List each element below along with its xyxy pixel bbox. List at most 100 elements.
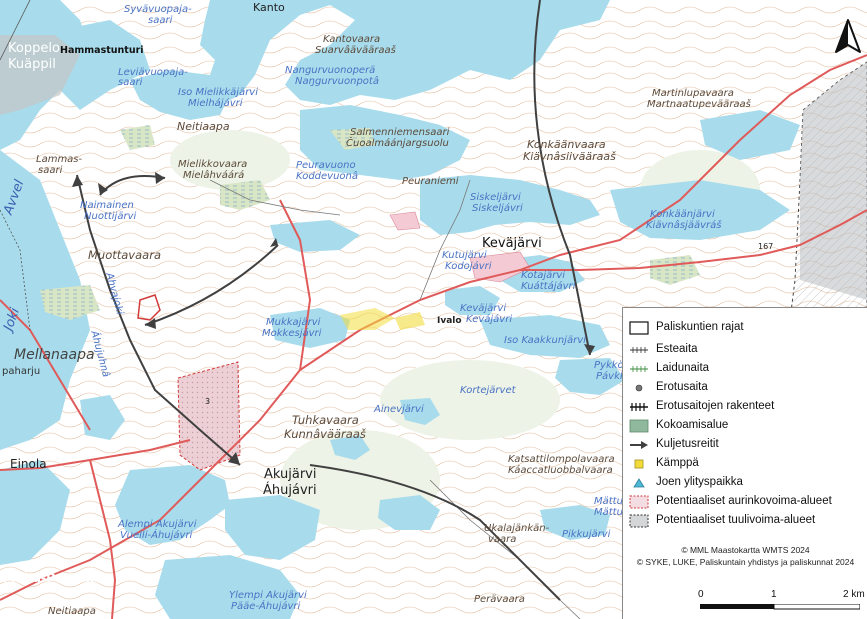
label-pavkk: Pávkk: [596, 371, 626, 382]
credit-mml: © MML Maastokartta WMTS 2024: [681, 545, 810, 555]
legend-label: Kuljetusreitit: [656, 438, 719, 450]
scale-label-1: 1: [771, 589, 777, 600]
label-kevajavri: Kevájávri: [466, 314, 513, 325]
label-mattusjavri: Mättusjávri: [594, 508, 650, 518]
credit-syke: © SYKE, LUKE, Paliskuntain yhdistys ja p…: [636, 557, 855, 567]
label-pykko: Pykkö: [594, 360, 624, 371]
label-mattusjarvi: Mättusjärvi: [594, 497, 650, 507]
structure-fence-icon: [629, 400, 649, 414]
legend-label: Erotusaita: [656, 381, 708, 393]
label-kiavnasjaavras: Kiävnâsjäävráš: [646, 220, 722, 231]
dot-icon: [629, 381, 649, 395]
label-nangurvuonopera: Nangurvuonoperä: [285, 65, 376, 76]
label-mukkajarvi: Mukkajärvi: [266, 317, 321, 328]
label-ylempiakujarvi: Ylempi Akujärvi: [229, 590, 307, 601]
label-katsattilompolavaara: Katsattilompolavaara: [508, 454, 615, 465]
label-leviavuopaja: Leviävuopaja-: [118, 67, 188, 78]
legend-label: Potentiaaliset tuulivoima-alueet: [656, 514, 816, 526]
label-ainevjarvi: Ainevjärvi: [374, 404, 424, 415]
cabin-icon: [629, 457, 649, 471]
label-ivalo: Ivalo: [437, 316, 462, 326]
label-muottavaara: Muottavaara: [88, 248, 161, 262]
label-vuelliahujavri: Vuelli-Áhujávri: [120, 530, 193, 541]
label-saari2: saari: [118, 77, 143, 88]
label-lammassaari2: saari: [38, 165, 63, 176]
solar-area: [177, 361, 241, 471]
label-neitiaapa2: Neitiaapa: [48, 606, 96, 617]
scale-label-2km: 2 km: [843, 589, 865, 600]
scale-bar: [700, 604, 860, 610]
label-167: 167: [758, 242, 774, 251]
boundary-symbol-icon: [629, 321, 649, 335]
label-mielahvaara: Mielâhváárá: [183, 170, 245, 181]
label-peravaara: Perävaara: [474, 594, 525, 605]
label-ukalajankangas: Ukalajänkän-: [484, 523, 550, 534]
label-einola: Einola: [10, 457, 47, 471]
label-kevajarvi: Keväjärvi: [482, 236, 542, 251]
legend-label: Kämppä: [656, 457, 699, 469]
label-suarvaavaraas: Suarvâävääraaš: [315, 45, 396, 56]
scale-label-0: 0: [698, 589, 704, 600]
label-mokkesjavri: Mokkesjávri: [262, 328, 322, 339]
gathering-area-icon: [629, 419, 649, 433]
label-peuraniemi: Peuraniemi: [402, 176, 459, 187]
legend-label: Kokoamisalue: [656, 419, 729, 431]
label-naimainen: Naimainen: [80, 200, 134, 211]
label-kanto: Kanto: [253, 1, 285, 14]
solar-area-icon: [629, 495, 649, 509]
label-kotajarvi: Kotajärvi: [521, 270, 566, 281]
label-siskeljarvi: Siskeljärvi: [470, 192, 521, 203]
label-kunnavaaraas: Kunnâvääraaš: [284, 427, 366, 441]
label-peuravuono: Peuravuono: [296, 160, 356, 171]
label-ahujavri: Áhujávri: [263, 483, 317, 498]
label-akujarvi: Akujärvi: [264, 467, 317, 482]
transport-routes: [76, 0, 591, 601]
label-kevajarvi2: Keväjärvi: [460, 303, 507, 314]
label-nangurvuonpota: Naŋgurvuonpotâ: [295, 76, 379, 87]
label-alempiakujarvi: Alempi Akujärvi: [118, 519, 197, 530]
label-koddevuona: Koddevuonâ: [296, 171, 359, 182]
label-isomielikkajarvi: Iso Mielikkäjärvi: [178, 87, 258, 98]
label-koppelo: Koppelo: [8, 41, 60, 56]
legend-label: Erotusaitojen rakenteet: [656, 400, 775, 412]
label-kortejarvet: Kortejärvet: [460, 385, 516, 396]
label-kantovaara: Kantovaara: [323, 34, 381, 45]
label-pikkujarvi: Pikkujärvi: [562, 529, 611, 540]
pasture-fence-icon: [629, 362, 649, 376]
label-lammassaari: Lammas-: [36, 154, 83, 165]
label-kiavnasiivaaraas: Kiävnâsiivääraaš: [523, 150, 616, 163]
label-kutujarvi: Kutujärvi: [442, 250, 487, 261]
legend-label: Laidunaita: [656, 362, 710, 374]
triangle-icon: [629, 476, 649, 490]
label-isokaakkunjarvi: Iso Kaakkunjärvi: [504, 335, 586, 346]
label-kuappil: Kuäppil: [8, 57, 56, 72]
fence-icon: [629, 343, 649, 357]
label-pikkupetsamo: Pikku-Petsamo: [2, 570, 108, 585]
label-martinlupavaara: Martinlupavaara: [652, 88, 734, 99]
legend-label: Joen ylityspaikka: [656, 476, 743, 488]
label-kuattajavri: Kuáttájávri: [521, 281, 576, 292]
label-nuottijarvi: Nuottijärvi: [84, 211, 137, 222]
label-kodojavri: Kodojávri: [445, 261, 492, 272]
label-paharju: paharju: [2, 366, 41, 377]
label-konkaanvaara: Konkäänvaara: [527, 138, 606, 151]
label-martnaatupevaaraas: Martnaatupevääraaš: [647, 99, 751, 110]
label-syvavuopaja: Syvävuopaja-: [124, 4, 192, 15]
legend-label: Potentiaaliset aurinkovoima-alueet: [656, 495, 832, 507]
label-mielhajavri: Mielhájávri: [188, 98, 243, 109]
label-mielikkovaara: Mielikkovaara: [178, 159, 248, 170]
north-arrow-icon: [832, 18, 864, 54]
legend-label: Esteaita: [656, 343, 698, 355]
label-neitiaapa: Neitiaapa: [177, 120, 230, 133]
map-legend: Paliskuntien rajat Esteaita Laidunaita E…: [622, 307, 867, 619]
label-kaaccatluobbalvaara: Káaccatluobbalvaara: [508, 465, 613, 476]
label-hammastunturi: Hammastunturi: [60, 45, 144, 56]
label-siskeljavri: Siskeljávri: [472, 203, 523, 214]
label-cuoalmaanjargsuolu: Čuoalmáánjargsuolu: [346, 138, 449, 149]
label-saari1: saari: [148, 15, 173, 26]
label-mellanaapa: Mellanaapa: [14, 347, 95, 363]
label-vaara: vaara: [488, 534, 517, 545]
legend-label: Paliskuntien rajat: [656, 321, 744, 333]
label-konkaanjarvi: Konkäänjärvi: [650, 209, 715, 220]
